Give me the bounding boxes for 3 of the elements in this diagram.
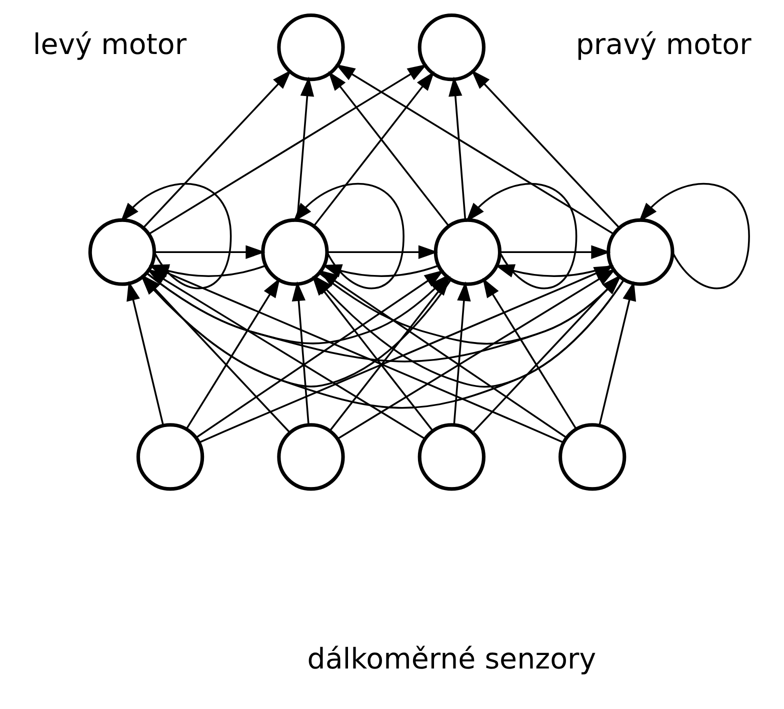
node-label: pravý motor [576, 28, 752, 62]
label: dálkoměrné senzory [307, 642, 596, 676]
node-label: levý motor [32, 28, 187, 62]
